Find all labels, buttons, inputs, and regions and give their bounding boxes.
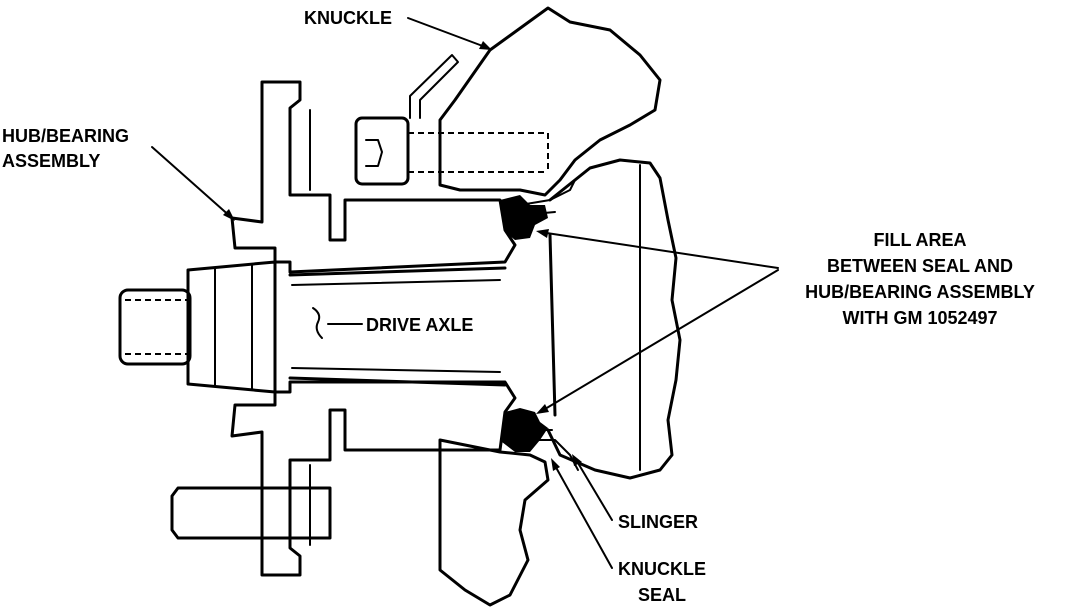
wheel-stud	[170, 486, 332, 540]
fill-area-label-line3: HUB/BEARING ASSEMBLY	[805, 282, 1035, 302]
drive-axle-label: DRIVE AXLE	[366, 315, 473, 335]
drive-axle-centerline-b	[291, 367, 501, 373]
knuckle-seal-upper	[500, 195, 548, 240]
axle-thread-end	[118, 288, 192, 366]
fill-area-label-line1: FILL AREA	[874, 230, 967, 250]
cv-joint-face	[548, 233, 557, 417]
fill-leader-lower-arrow	[536, 404, 549, 414]
hub-bearing-label-line1: HUB/BEARING	[2, 126, 129, 146]
knuckle-seal-label-line1: KNUCKLE	[618, 559, 706, 579]
fill-area-label-line2: BETWEEN SEAL AND	[827, 256, 1013, 276]
knuckle-lower	[438, 438, 550, 607]
cv-joint-housing	[546, 158, 682, 480]
knuckle-label: KNUCKLE	[304, 8, 392, 28]
knuckle-upper	[438, 6, 662, 197]
knuckle-leader	[407, 17, 489, 49]
axle-nut	[186, 260, 277, 394]
hub-flange-lower	[230, 380, 517, 577]
hub-bearing-label-line2: ASSEMBLY	[2, 151, 100, 171]
bolt-socket	[365, 139, 383, 167]
knuckle-shield-upper	[409, 54, 459, 119]
drive-axle-bottom	[288, 376, 507, 387]
hub-leader-arrow	[223, 209, 235, 221]
fill-leader-upper	[539, 231, 779, 269]
seal-leader	[552, 461, 613, 569]
drive-axle-centerline-a	[291, 279, 501, 286]
fill-area-label-line4: WITH GM 1052497	[842, 308, 997, 328]
hub-leader	[151, 146, 233, 219]
slinger-upper	[519, 179, 576, 216]
knuckle-leader-arrow	[479, 41, 492, 50]
slinger-leader	[574, 457, 613, 521]
fill-leader-upper-arrow	[536, 229, 549, 238]
slinger-label: SLINGER	[618, 512, 698, 532]
slinger-leader-arrow	[572, 454, 582, 466]
drive-axle-bracket	[312, 307, 323, 339]
seal-leader-arrow	[551, 458, 560, 471]
bolt-head	[354, 116, 410, 186]
hub-flange	[230, 80, 517, 274]
drive-axle-top	[288, 266, 507, 277]
fill-leader-lower	[539, 269, 779, 413]
knuckle-seal-label-line2: SEAL	[638, 585, 686, 605]
